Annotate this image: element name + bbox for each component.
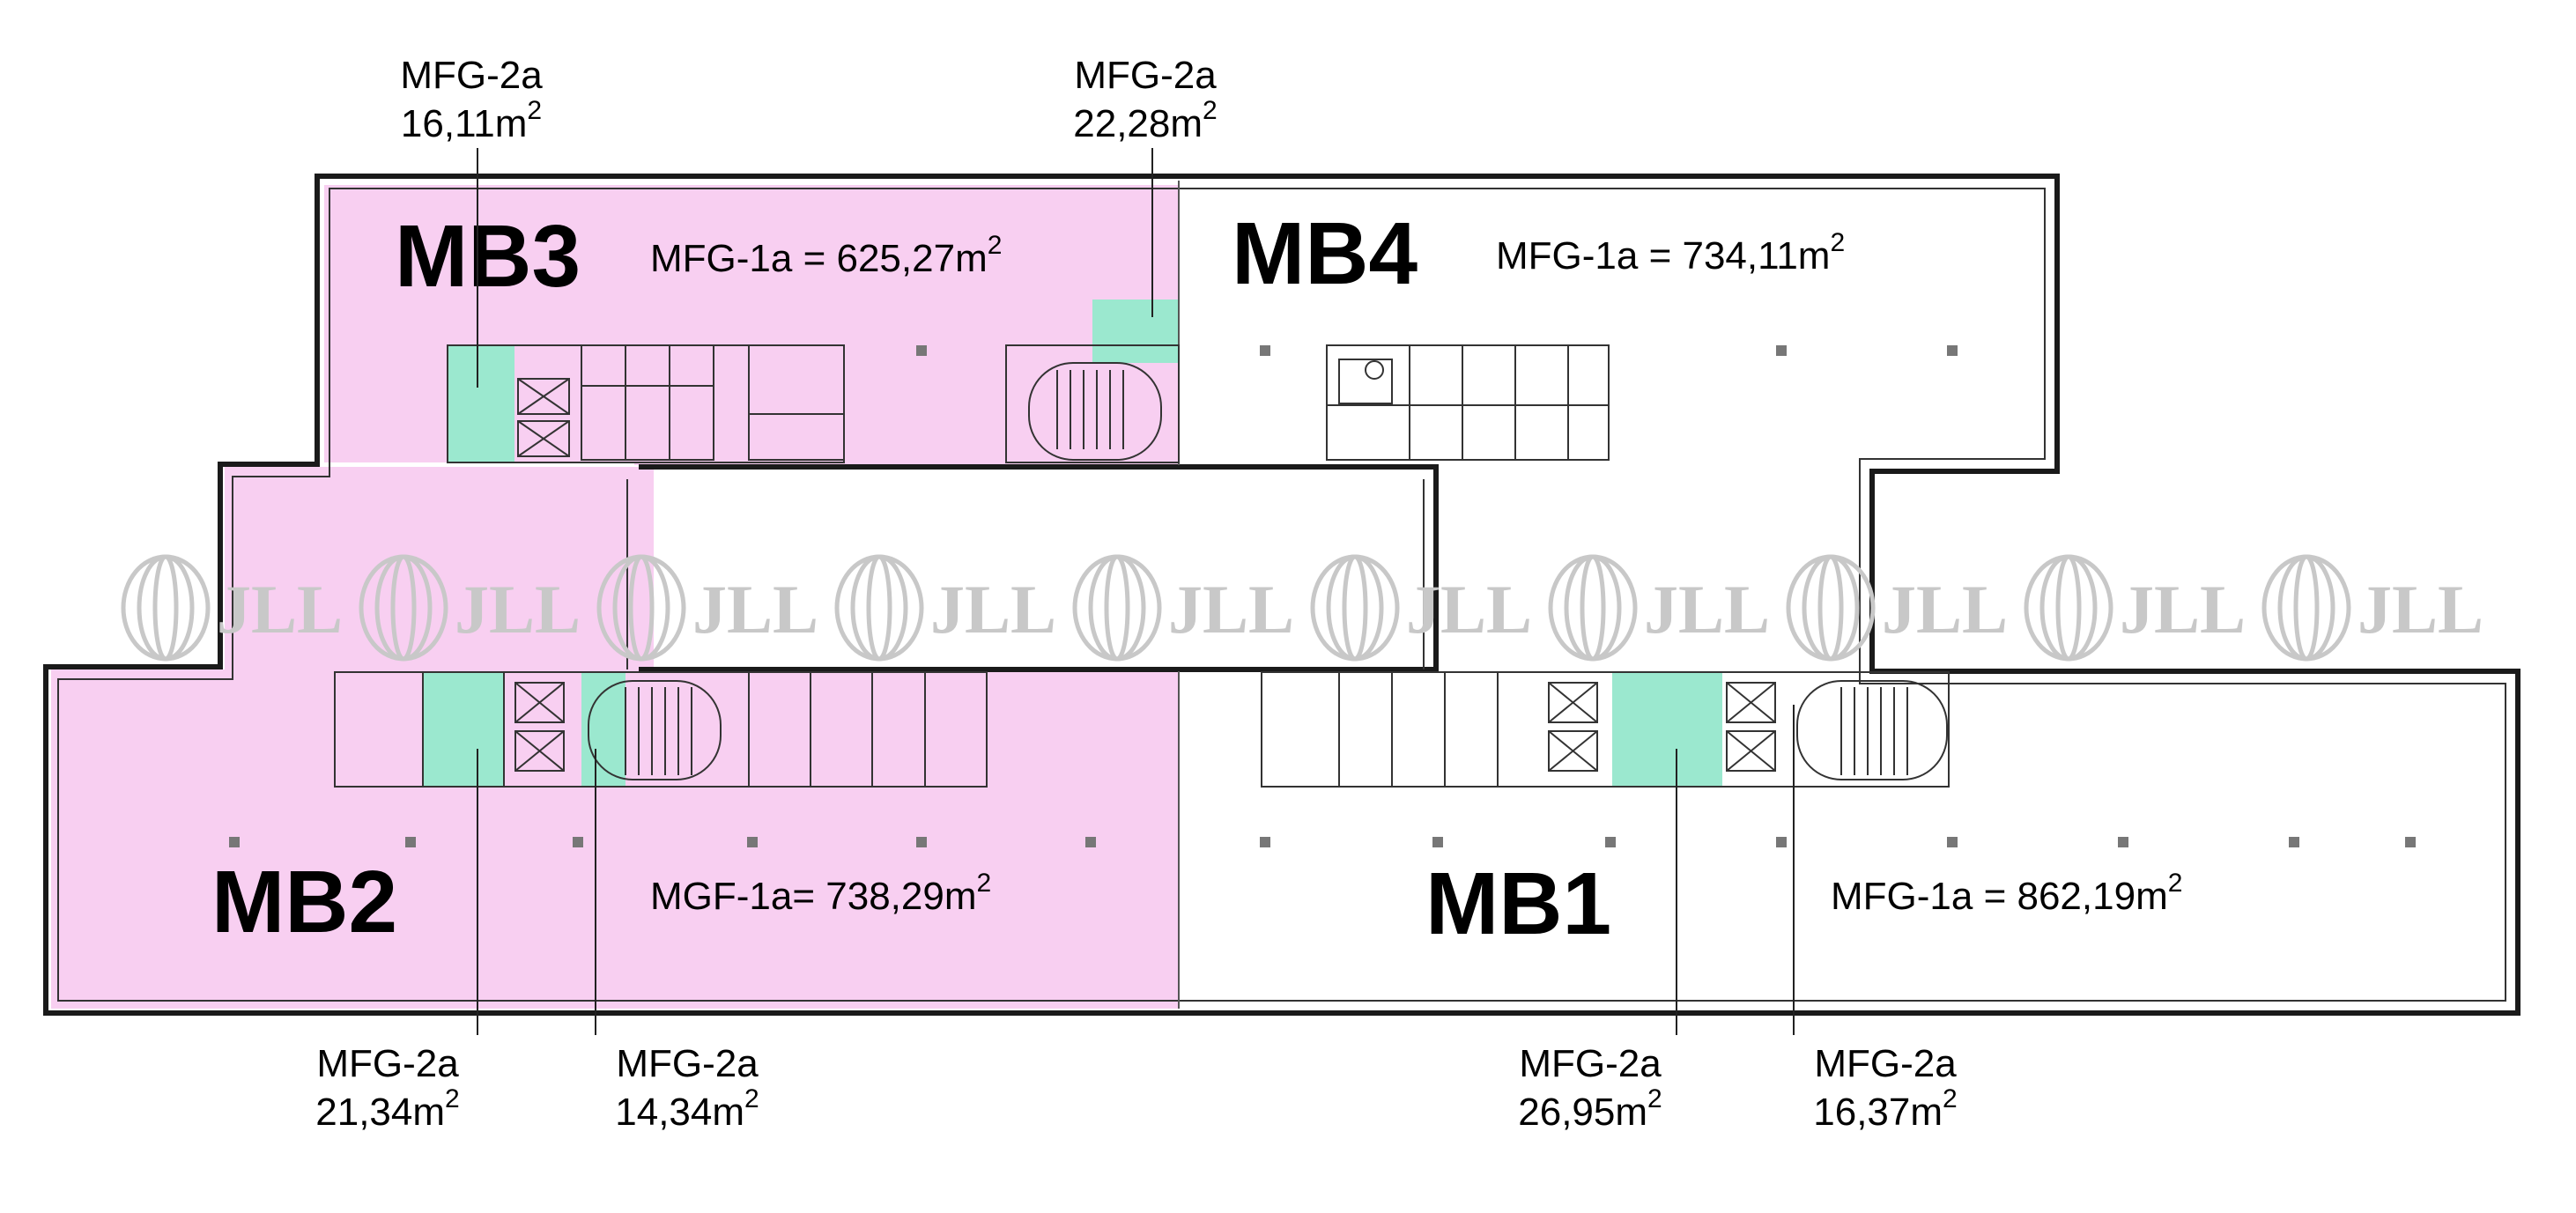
area-label-mb1: MFG-1a = 862,19m2 (1831, 869, 2182, 918)
unit-label-mb3: MB3 (395, 207, 581, 306)
zone-mb3[interactable] (324, 185, 1179, 465)
common-area-mb3-lobby (448, 345, 514, 462)
watermark-text: JLL (217, 571, 343, 647)
svg-text:26,95m2: 26,95m2 (1518, 1084, 1662, 1134)
svg-text:14,34m2: 14,34m2 (615, 1084, 759, 1134)
svg-text:22,28m2: 22,28m2 (1073, 96, 1217, 145)
unit-label-mb4: MB4 (1232, 204, 1418, 303)
unit-label-mb1: MB1 (1425, 854, 1611, 953)
zone-connector-left (225, 467, 654, 669)
zone-mb2[interactable] (51, 669, 1179, 1009)
svg-text:MFG-2a: MFG-2a (1519, 1042, 1662, 1085)
callout-mb2-left: MFG-2a 21,34m2 (315, 1042, 459, 1134)
core-mb2 (334, 671, 988, 788)
callout-mb3-right: MFG-2a 22,28m2 (1073, 54, 1217, 145)
watermark-text: JLL (1406, 571, 1532, 647)
unit-label-mb2: MB2 (211, 853, 397, 951)
watermark-text: JLL (2120, 571, 2246, 647)
area-label-mb4: MFG-1a = 734,11m2 (1496, 228, 1845, 277)
svg-text:MFG-2a: MFG-2a (1814, 1042, 1957, 1085)
watermark-text: JLL (930, 571, 1056, 647)
svg-text:MFG-2a: MFG-2a (616, 1042, 759, 1085)
core-mb4 (1326, 344, 1610, 461)
zone-mb4[interactable] (1179, 185, 2053, 669)
watermark-text: JLL (2358, 571, 2483, 647)
watermark-text: JLL (455, 571, 581, 647)
core-mb3 (447, 344, 1180, 463)
columns (229, 345, 2416, 847)
svg-text:MFG-2a: MFG-2a (316, 1042, 459, 1085)
svg-text:16,11m2: 16,11m2 (401, 96, 542, 145)
core-mb1 (1261, 671, 1950, 788)
watermark-text: JLL (692, 571, 818, 647)
common-area-mb2-lobby (423, 672, 504, 787)
watermark-text: JLL (1168, 571, 1294, 647)
watermark-text: JLL (1882, 571, 2008, 647)
callout-mb3-left: MFG-2a 16,11m2 (400, 54, 543, 145)
area-label-mb3: MFG-1a = 625,27m2 (650, 231, 1002, 280)
svg-text:MFG-2a: MFG-2a (1074, 54, 1217, 97)
callout-mb2-right: MFG-2a 14,34m2 (615, 1042, 759, 1134)
area-label-mb2: MGF-1a= 738,29m2 (650, 869, 991, 918)
outer-wall (43, 174, 2520, 1016)
watermark (121, 554, 2351, 662)
watermark-text: JLL (1644, 571, 1770, 647)
callout-mb1-right: MFG-2a 16,37m2 (1813, 1042, 1957, 1134)
svg-text:21,34m2: 21,34m2 (315, 1084, 459, 1134)
svg-text:MFG-2a: MFG-2a (400, 54, 543, 97)
svg-text:16,37m2: 16,37m2 (1813, 1084, 1957, 1134)
common-area-mb1-lobby (1612, 672, 1722, 787)
callout-mb1-left: MFG-2a 26,95m2 (1518, 1042, 1662, 1134)
zone-mb1[interactable] (1179, 669, 2513, 1009)
common-area-mb3-stair (1092, 300, 1179, 363)
